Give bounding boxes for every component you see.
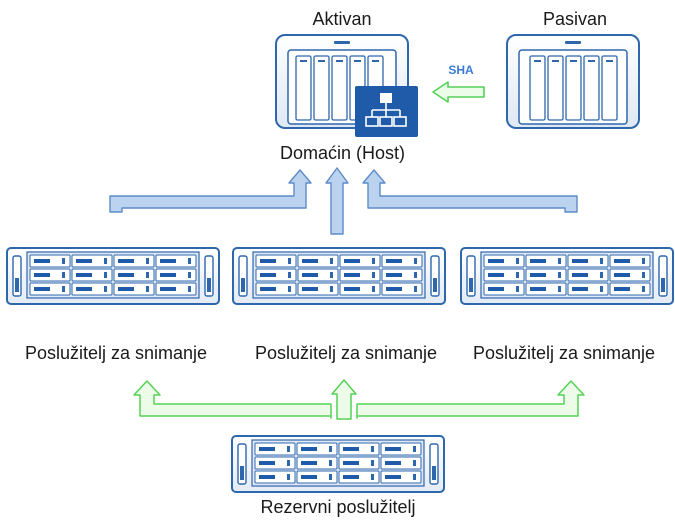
backup-server-rack [231, 435, 445, 493]
recording-server-label-1: Poslužitelj za snimanje [24, 343, 208, 363]
backup-server-label: Rezervni poslužitelj [260, 497, 416, 517]
green-arrow-left [133, 380, 332, 419]
recording-server-rack-2 [232, 247, 446, 305]
recording-server-rack-3 [460, 247, 674, 305]
recording-server-rack-1 [6, 247, 220, 305]
sha-label: SHA [448, 63, 474, 77]
passive-label: Pasivan [542, 9, 608, 29]
active-label: Aktivan [312, 9, 372, 29]
host-label: Domaćin (Host) [279, 143, 406, 163]
green-arrow-right [356, 380, 585, 419]
blue-arrow-right [362, 169, 578, 213]
host-network-icon [355, 86, 418, 137]
passive-nas-device [506, 34, 640, 129]
blue-arrow-center [325, 167, 349, 235]
recording-server-label-3: Poslužitelj za snimanje [472, 343, 656, 363]
recording-server-label-2: Poslužitelj za snimanje [254, 343, 438, 363]
sha-arrow [432, 81, 485, 103]
blue-arrow-left [109, 169, 312, 213]
green-arrow-center [331, 379, 357, 420]
